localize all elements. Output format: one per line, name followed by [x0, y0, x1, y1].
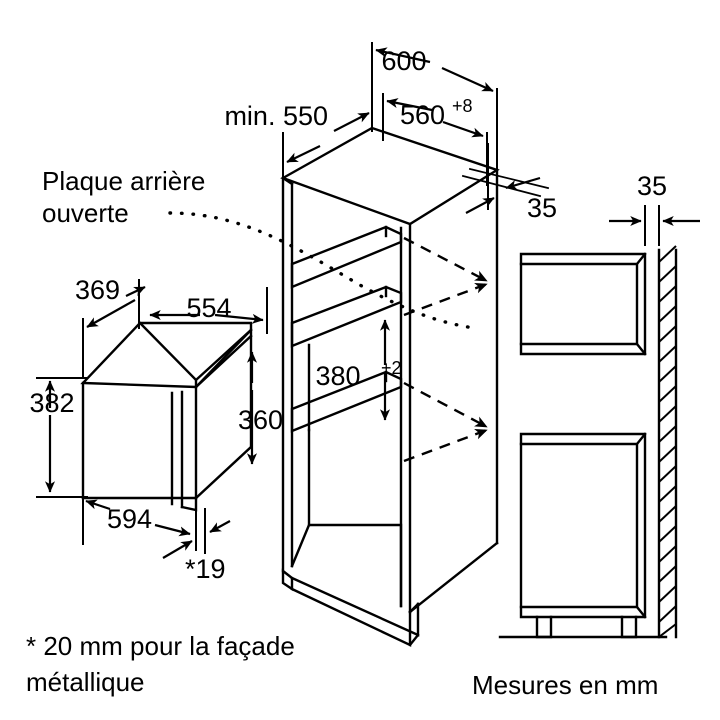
back-plate-leader-dotted: [168, 211, 470, 329]
dim-554-arrow-right: [214, 313, 264, 324]
dim-550-arrow-upper: [333, 112, 370, 132]
section-upper-corner-b: [635, 342, 647, 356]
dim-label-560-tolerance: +8: [452, 96, 473, 116]
dim-label-19: *19: [185, 554, 226, 584]
appliance-top-face: [80, 321, 253, 389]
footnote-line1: * 20 mm pour la façade: [26, 631, 295, 661]
niche-shelf-lower: [290, 370, 403, 433]
ext-35-niche-slant-a: [461, 174, 542, 198]
dim-label-594: 594: [107, 504, 152, 534]
dimension-group-380: 380 +2: [315, 319, 402, 421]
niche-shelf-upper: [290, 225, 403, 289]
dim-label-382: 382: [29, 388, 74, 418]
section-lower-inner: [519, 442, 639, 609]
dim-594-arrow-left: [85, 499, 111, 511]
section-view: [498, 245, 678, 639]
dim-label-600: 600: [381, 46, 426, 76]
dim-label-min550: min. 550: [224, 101, 328, 131]
dim-369-arrow-right: [125, 286, 146, 297]
dim-600-arrow-left: [375, 47, 431, 64]
appliance-isometric: [80, 321, 253, 512]
niche-right-bottom-edge: [408, 541, 499, 614]
niche-bottom-floor: [290, 523, 403, 608]
dim-label-360: 360: [238, 405, 283, 435]
appliance-side-top-edge: [194, 334, 253, 389]
section-wall-hatching: [658, 245, 677, 638]
dim-19-arrow-left: [162, 540, 193, 559]
niche-plinth-top-front: [290, 576, 420, 637]
section-lower-corner-b: [635, 605, 647, 619]
back-plate-label-line1: Plaque arrière: [42, 166, 205, 196]
ext-35-niche-slant-b: [468, 167, 550, 190]
units-label: Mesures en mm: [472, 670, 658, 700]
niche-left-top-cap: [281, 176, 294, 186]
dim-19-arrow-right: [209, 520, 231, 533]
dim-label-560: 560: [400, 100, 445, 130]
leader-dotted-path: [168, 211, 470, 329]
appliance-front-lip: [180, 496, 198, 512]
footnote-line2: métallique: [26, 667, 145, 697]
airflow-arrows-dashed: [403, 236, 488, 463]
dim-label-35-wall: 35: [637, 171, 667, 201]
airflow-arrow-2b: [403, 428, 488, 463]
section-lower-corner-a: [635, 432, 647, 446]
dimension-group-gap-35-wall: 35: [609, 171, 700, 246]
dim-label-380: 380: [315, 361, 360, 391]
section-upper-corner-a: [635, 252, 647, 266]
section-lower-outer: [519, 432, 647, 619]
section-foot-left: [535, 615, 553, 639]
airflow-arrow-1b: [403, 282, 488, 317]
dim-label-380-tolerance: +2: [381, 358, 402, 378]
dim-600-arrow-right: [441, 66, 494, 93]
section-foot-right: [620, 615, 638, 639]
dim-35-niche-arrow-upper: [505, 176, 541, 190]
niche-plinth-front: [290, 587, 412, 647]
dim-560-arrow-left: [386, 98, 433, 112]
niche-cabinet-isometric: [280, 126, 500, 647]
dim-label-554: 554: [186, 293, 231, 323]
dim-35-niche-arrow-lower: [465, 197, 495, 214]
section-upper-inner: [519, 262, 639, 346]
dimension-group-gap-35-niche: 35: [461, 143, 557, 223]
airflow-arrow-2a: [403, 381, 488, 429]
dimension-group-top: 600 560 +8 min. 550: [224, 42, 498, 186]
niche-shelf-middle: [290, 285, 403, 348]
dim-label-369: 369: [75, 275, 120, 305]
back-plate-label-line2: ouverte: [42, 198, 129, 228]
dimension-group-appliance: 369 554 382 360 594: [29, 275, 283, 584]
niche-plinth-right-cap: [408, 633, 420, 647]
dim-594-arrow-right: [154, 523, 191, 537]
dim-550-arrow-lower: [286, 145, 321, 163]
dim-369-arrow-left: [86, 299, 136, 328]
section-upper-outer: [519, 252, 647, 356]
dim-label-35-niche: 35: [527, 193, 557, 223]
niche-plinth-left: [281, 568, 294, 592]
appliance-side-bottom-edge: [194, 445, 253, 500]
airflow-arrow-1a: [403, 236, 488, 283]
dim-560-arrow-right: [442, 120, 484, 138]
